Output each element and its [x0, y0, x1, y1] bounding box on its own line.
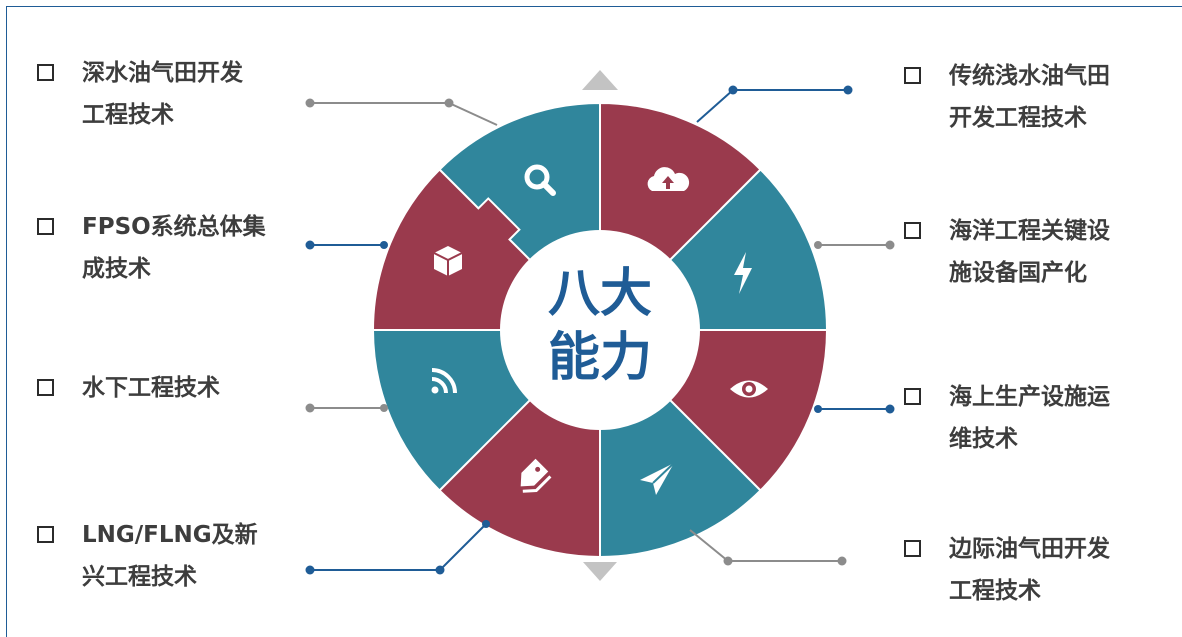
- capability-item-left-1: 深水油气田开发 工程技术: [37, 52, 243, 136]
- connector-right-3: [814, 404, 895, 414]
- item-label-line1: 传统浅水油气田: [949, 63, 1110, 89]
- capability-item-right-4: 边际油气田开发 工程技术: [904, 528, 1110, 612]
- lightning-icon: [734, 252, 752, 294]
- connector-right-4: [689, 529, 847, 566]
- checkbox-icon: [37, 218, 54, 235]
- up-arrow-icon: [582, 70, 618, 90]
- send-icon: [640, 462, 675, 495]
- item-label-line2: 工程技术: [82, 102, 174, 128]
- cube-icon: [433, 246, 463, 276]
- capability-item-left-3: 水下工程技术: [37, 367, 220, 409]
- center-title-line2: 能力: [548, 328, 652, 388]
- item-label-line1: 深水油气田开发: [82, 60, 243, 86]
- capability-item-right-2: 海洋工程关键设 施设备国产化: [904, 210, 1110, 294]
- item-label-line2: 维技术: [949, 426, 1018, 452]
- item-label-line1: 水下工程技术: [82, 375, 220, 401]
- item-label-line2: 施设备国产化: [949, 260, 1087, 286]
- item-label-line1: 海上生产设施运: [949, 384, 1110, 410]
- item-label-line2: 兴工程技术: [82, 564, 197, 590]
- item-label-line1: 边际油气田开发: [949, 536, 1110, 562]
- eye-icon: [730, 380, 768, 398]
- item-label-line2: 工程技术: [949, 578, 1041, 604]
- capability-item-left-4: LNG/FLNG及新 兴工程技术: [37, 514, 258, 598]
- capability-item-right-3: 海上生产设施运 维技术: [904, 376, 1110, 460]
- checkbox-icon: [904, 388, 921, 405]
- frame-border: [6, 6, 1182, 637]
- capability-item-right-1: 传统浅水油气田 开发工程技术: [904, 55, 1110, 139]
- connector-left-3: [305, 403, 388, 413]
- item-label-line1: LNG/FLNG及新: [82, 522, 258, 548]
- connector-right-1: [696, 85, 853, 123]
- checkbox-icon: [904, 222, 921, 239]
- search-icon: [524, 164, 556, 196]
- tag-icon: [520, 458, 552, 493]
- checkbox-icon: [37, 379, 54, 396]
- item-label-line2: 开发工程技术: [949, 105, 1087, 131]
- center-circle: [500, 230, 700, 430]
- connector-left-1: [305, 98, 498, 126]
- center-title-line1: 八大: [548, 264, 652, 324]
- connector-left-2: [305, 240, 388, 250]
- item-label-line2: 成技术: [82, 256, 151, 282]
- checkbox-icon: [904, 540, 921, 557]
- down-arrow-icon: [583, 562, 617, 581]
- cloud-upload-icon: [647, 167, 690, 191]
- checkbox-icon: [37, 526, 54, 543]
- capability-item-left-2: FPSO系统总体集 成技术: [37, 206, 266, 290]
- connector-right-2: [814, 240, 895, 250]
- connector-lines: [305, 85, 895, 575]
- rss-icon: [431, 368, 457, 394]
- checkbox-icon: [904, 67, 921, 84]
- checkbox-icon: [37, 64, 54, 81]
- connector-left-4: [305, 520, 490, 575]
- item-label-line1: FPSO系统总体集: [82, 214, 266, 240]
- item-label-line1: 海洋工程关键设: [949, 218, 1110, 244]
